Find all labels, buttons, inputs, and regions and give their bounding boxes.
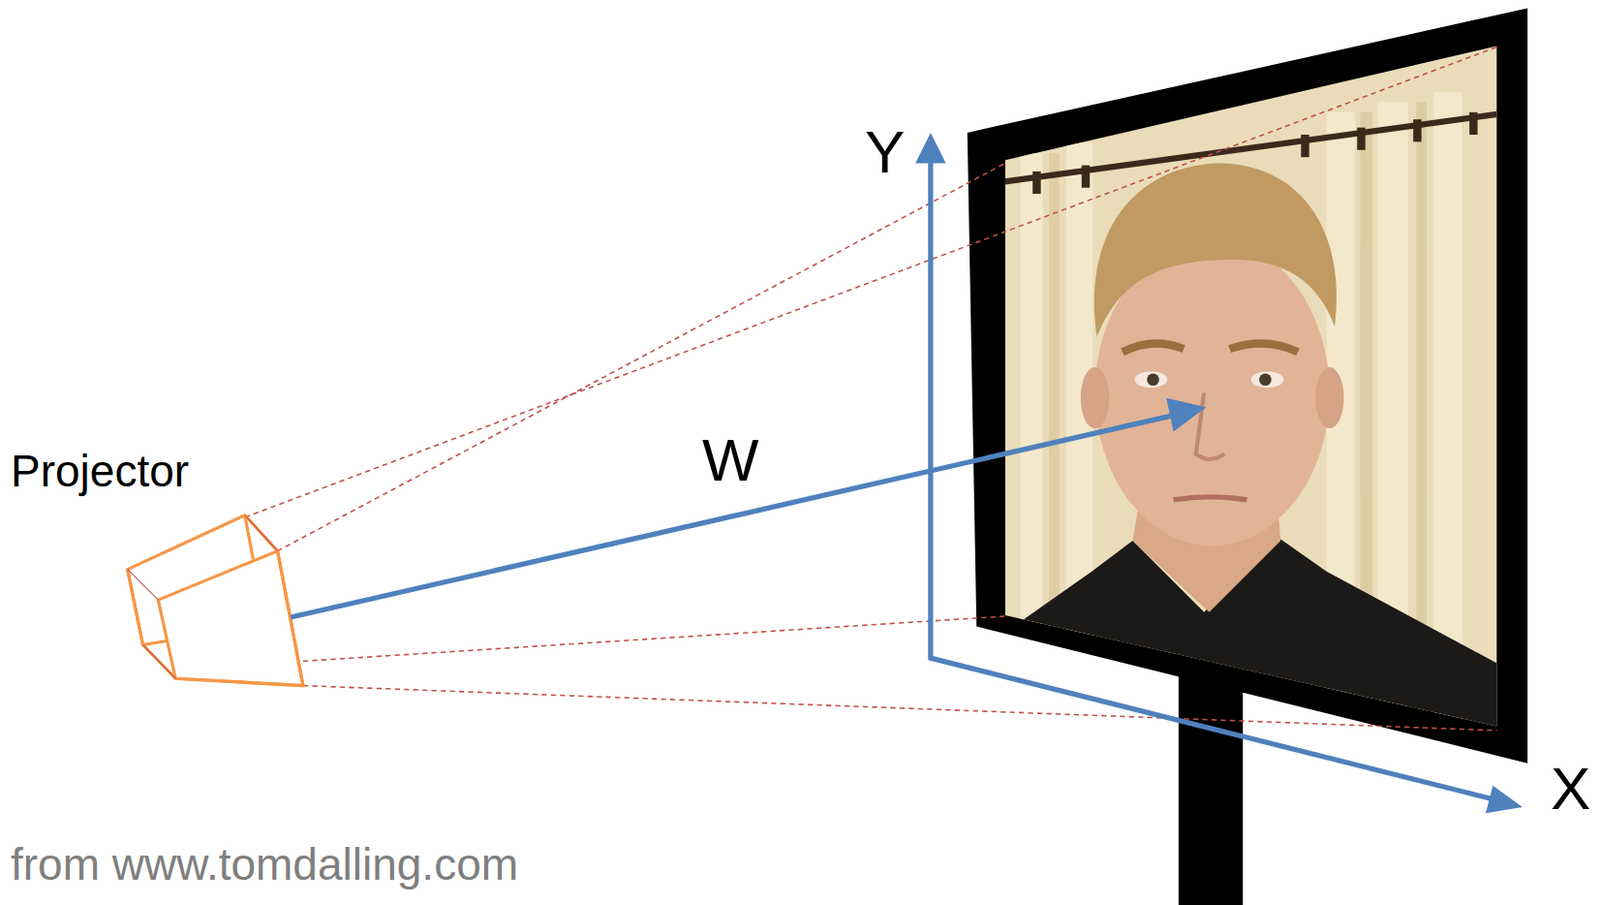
source-note: from www.tomdalling.com [10, 838, 519, 891]
x-axis-arrowhead [1485, 785, 1523, 813]
w-vector-arrowhead [1166, 398, 1206, 432]
coordinate-axes [930, 153, 1501, 801]
face-photo [1000, 40, 1507, 735]
projector-symbol [127, 515, 304, 686]
y-axis-arrowhead [915, 132, 947, 164]
vector-name: W [702, 425, 760, 494]
projection-rays [245, 46, 1498, 731]
screen-frame [967, 7, 1528, 763]
axis-name: Y [864, 117, 905, 186]
projector-edges [127, 515, 278, 678]
axis-name: X [1550, 753, 1591, 823]
screen-stand [1178, 673, 1243, 905]
part-name: Projector [10, 445, 189, 497]
w-vector [290, 415, 1173, 617]
